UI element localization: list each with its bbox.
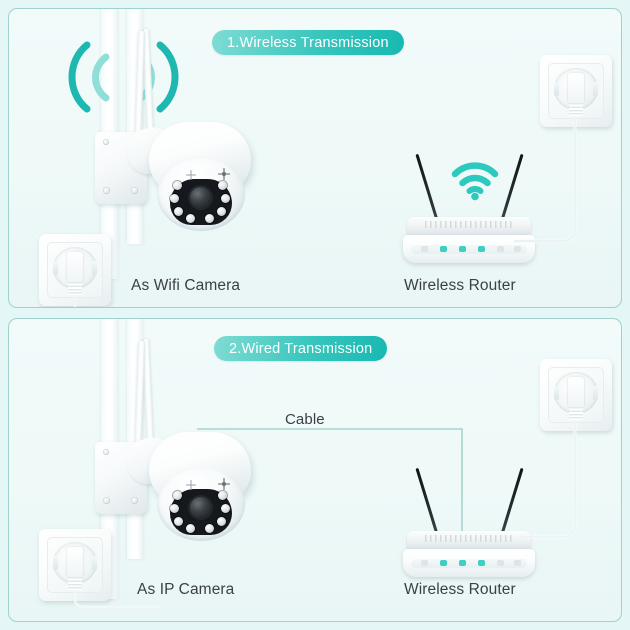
socket-earth-clip-left [53, 556, 58, 570]
wifi-arc-group-left [68, 41, 110, 113]
ir-led [217, 517, 226, 526]
socket-earth-clip-right [593, 386, 598, 400]
socket-earth-clip-right [92, 261, 97, 275]
router-led [514, 246, 521, 252]
router-led-band [411, 559, 527, 568]
socket-plug-body [67, 547, 83, 577]
router-led [478, 560, 485, 566]
router-led-band [411, 245, 527, 254]
ir-led [174, 207, 183, 216]
socket-plug-cord [68, 282, 82, 295]
camera-light-sensor-icon [217, 477, 231, 491]
router-led [514, 560, 521, 566]
router-led [440, 246, 447, 252]
ir-led [174, 517, 183, 526]
bracket-screw-bottom-left [103, 497, 110, 504]
ir-led [186, 524, 195, 533]
bracket-screw-top [103, 139, 109, 145]
ir-led [218, 491, 227, 500]
power-socket-camera [39, 234, 111, 306]
caption-ethernet-cable: Cable [285, 411, 325, 428]
router-antenna-left [415, 153, 440, 226]
router-led [497, 560, 504, 566]
wifi-ptz-camera-icon [87, 28, 257, 231]
router-led [478, 246, 485, 252]
router-led [440, 560, 447, 566]
caption-wireless-router-1: Wireless Router [404, 277, 516, 294]
bracket-screw-top [103, 449, 109, 455]
badge-wired-transmission: 2.Wired Transmission [214, 336, 388, 361]
camera-mic-icon [186, 170, 196, 180]
wireless-router-icon [399, 459, 539, 579]
camera-mic-icon [186, 480, 196, 490]
bracket-screw-bottom-right [131, 497, 138, 504]
socket-plug-cord [569, 103, 583, 116]
router-led [421, 246, 428, 252]
router-wifi-signal-icon [451, 162, 499, 201]
socket-plug-body [568, 377, 584, 407]
socket-earth-clip-left [554, 386, 559, 400]
socket-earth-clip-right [92, 556, 97, 570]
camera-lens [190, 497, 211, 518]
ir-led [221, 504, 230, 513]
socket-earth-clip-right [593, 82, 598, 96]
ir-led [217, 207, 226, 216]
socket-plug-body [67, 252, 83, 282]
power-socket-router [540, 55, 612, 127]
power-socket-camera [39, 529, 111, 601]
socket-plug-body [568, 73, 584, 103]
power-socket-router [540, 359, 612, 431]
router-vents [425, 535, 513, 542]
router-antenna-right [499, 467, 524, 540]
bracket-screw-bottom-left [103, 187, 110, 194]
ir-led [205, 214, 214, 223]
caption-wireless-router-2: Wireless Router [404, 581, 516, 598]
router-led [459, 560, 466, 566]
badge-wireless-transmission: 1.Wireless Transmission [212, 30, 404, 55]
router-antenna-left [415, 467, 440, 540]
panel-wired-transmission [8, 318, 622, 622]
socket-plug-cord [569, 407, 583, 420]
ir-led [186, 214, 195, 223]
router-led [497, 246, 504, 252]
ir-led [205, 524, 214, 533]
ir-led [170, 504, 179, 513]
socket-plug-cord [68, 577, 82, 590]
camera-lens [190, 187, 211, 208]
ir-led [221, 194, 230, 203]
ir-led [173, 491, 182, 500]
socket-earth-clip-left [53, 261, 58, 275]
camera-light-sensor-icon [217, 167, 231, 181]
ir-led [170, 194, 179, 203]
router-vents [425, 221, 513, 228]
caption-wifi-camera: As Wifi Camera [131, 277, 241, 294]
caption-ip-camera: As IP Camera [137, 581, 235, 598]
panel-wireless-transmission [8, 8, 622, 308]
ir-led [173, 181, 182, 190]
socket-earth-clip-left [554, 82, 559, 96]
ip-ptz-camera-icon [87, 338, 257, 541]
wireless-router-icon [399, 145, 539, 265]
router-antenna-right [499, 153, 524, 226]
bracket-screw-bottom-right [131, 187, 138, 194]
router-led [421, 560, 428, 566]
ir-led [218, 181, 227, 190]
router-led [459, 246, 466, 252]
